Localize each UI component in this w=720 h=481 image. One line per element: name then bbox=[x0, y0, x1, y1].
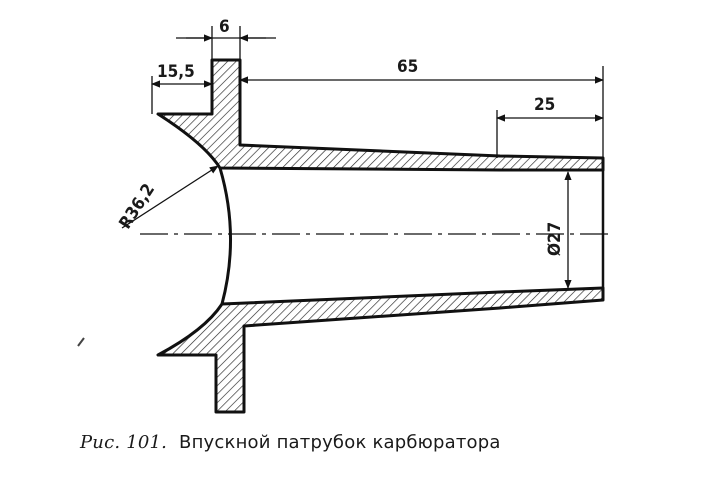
figure-caption: Рис. 101. Впускной патрубок карбюратора bbox=[80, 432, 501, 453]
figure-title: Впускной патрубок карбюратора bbox=[179, 432, 501, 453]
figure-label: Рис. 101. bbox=[80, 432, 168, 453]
dim-65-label: 65 bbox=[397, 57, 418, 77]
dim-15-5-label: 15,5 bbox=[157, 62, 195, 82]
dim-radius-leader bbox=[121, 165, 219, 229]
inlet-arc bbox=[218, 167, 232, 305]
dim-25-label: 25 bbox=[534, 95, 555, 115]
lower-wall-section bbox=[156, 286, 605, 414]
dim-6-label: 6 bbox=[219, 17, 230, 37]
stray-mark bbox=[77, 337, 85, 347]
dim-diameter-label: Ø27 bbox=[545, 222, 565, 256]
upper-wall-section bbox=[156, 58, 605, 172]
dim-radius-label: R36,2 bbox=[115, 180, 159, 232]
